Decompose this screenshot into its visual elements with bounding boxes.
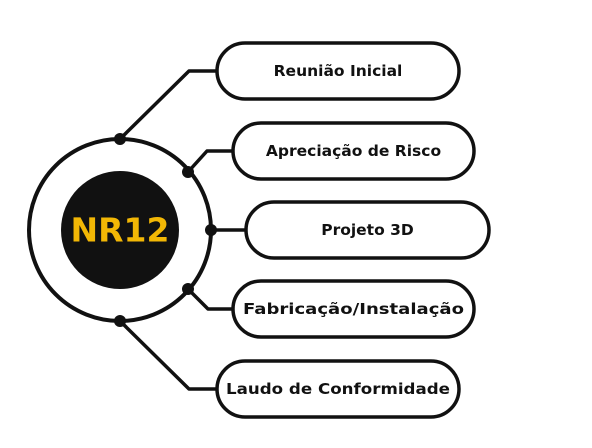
junction-dot-lower-right <box>182 283 194 295</box>
step-apreciacao-de-risco: Apreciação de Risco <box>231 121 476 181</box>
connector-apreciacao-de-risco <box>186 149 235 174</box>
step-box <box>215 359 461 419</box>
step-label: Reunião Inicial <box>274 62 403 80</box>
connector-reuniao-inicial <box>118 69 219 141</box>
step-label: Projeto 3D <box>321 221 414 239</box>
step-label: Apreciação de Risco <box>266 142 441 160</box>
step-laudo-de-conformidade: Laudo de Conformidade <box>215 359 461 419</box>
step-label: Fabricação/Instalação <box>243 300 464 318</box>
center-disc <box>61 171 179 289</box>
step-box <box>231 279 476 339</box>
step-box <box>215 41 461 101</box>
step-box <box>231 121 476 181</box>
junction-dot-upper-right <box>182 166 194 178</box>
connector-fabricacao-instalacao <box>186 287 235 311</box>
junction-dot-bottom <box>114 315 126 327</box>
step-box <box>244 200 491 260</box>
junction-dot-top <box>114 133 126 145</box>
step-label: Laudo de Conformidade <box>226 380 450 398</box>
step-fabricacao-instalacao: Fabricação/Instalação <box>231 279 476 339</box>
connector-laudo-de-conformidade <box>118 319 219 391</box>
step-reuniao-inicial: Reunião Inicial <box>215 41 461 101</box>
junction-dots <box>114 133 217 327</box>
junction-dot-right <box>205 224 217 236</box>
step-projeto-3d: Projeto 3D <box>244 200 491 260</box>
center-label: NR12 <box>71 211 170 250</box>
